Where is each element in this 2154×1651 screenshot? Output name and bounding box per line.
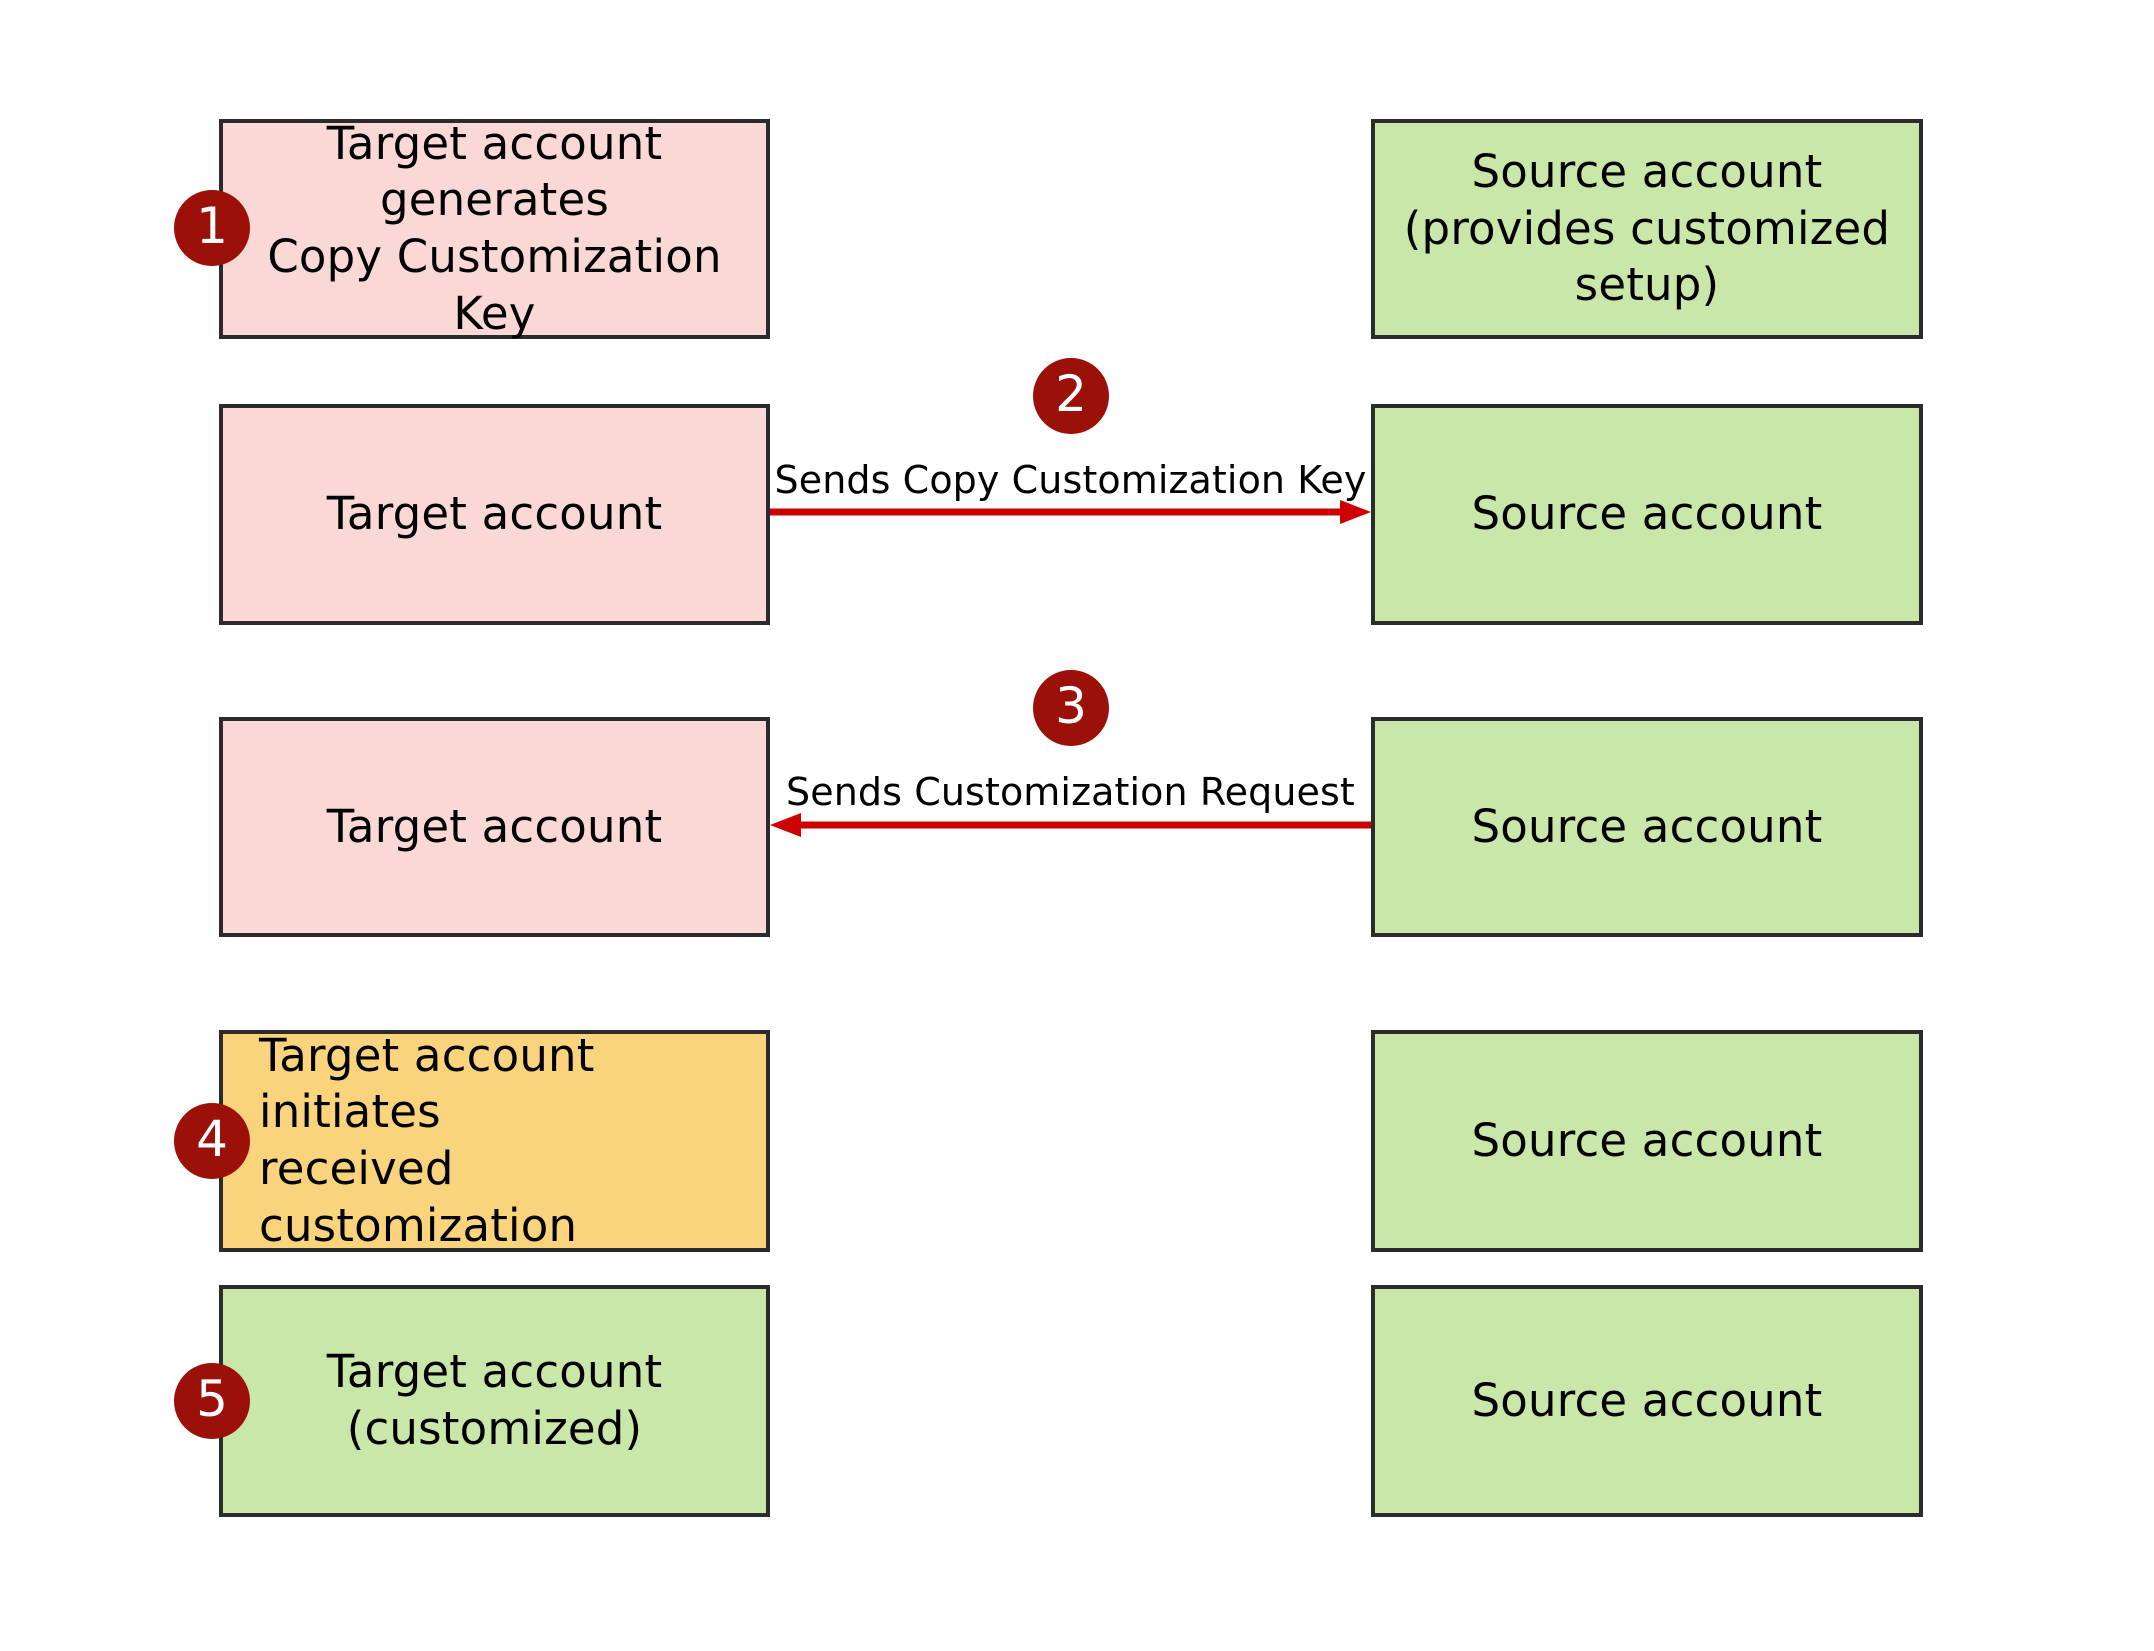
node-label: Target account [326, 487, 663, 541]
step-badge-3: 3 [1033, 670, 1109, 746]
node-label: Source account [1471, 487, 1823, 541]
node-source-step-4[interactable]: Source account [1371, 1030, 1923, 1252]
step-badge-number: 4 [196, 1110, 228, 1168]
node-label: Source account [1471, 1373, 1823, 1427]
step-badge-2: 2 [1033, 358, 1109, 434]
step-badge-number: 1 [196, 197, 228, 255]
node-target-step-1[interactable]: Target account generates Copy Customizat… [219, 117, 770, 340]
node-label: Target account [326, 799, 663, 853]
node-source-step-3[interactable]: Source account [1371, 717, 1923, 937]
step-badge-5: 5 [174, 1363, 250, 1439]
node-target-step-3[interactable]: Target account [219, 717, 770, 937]
step-badge-1: 1 [174, 190, 250, 266]
connector-label-text: Sends Customization Request [786, 770, 1355, 814]
node-target-step-2[interactable]: Target account [219, 404, 770, 625]
arrow-source-to-target-step-3 [770, 813, 1371, 837]
node-label: Source account [1471, 799, 1823, 853]
node-source-step-1[interactable]: Source account (provides customized setu… [1371, 119, 1923, 339]
node-label: Target account initiates received custom… [259, 1028, 595, 1252]
connector-label-step-3: Sends Customization Request [770, 770, 1371, 814]
connector-label-text: Sends Copy Customization Key [774, 458, 1367, 502]
node-target-step-5[interactable]: Target account (customized) [219, 1285, 770, 1517]
node-source-step-5[interactable]: Source account [1371, 1285, 1923, 1517]
step-badge-4: 4 [174, 1103, 250, 1179]
step-badge-number: 5 [196, 1370, 228, 1428]
node-target-step-4[interactable]: Target account initiates received custom… [219, 1028, 770, 1252]
step-badge-number: 3 [1055, 677, 1087, 735]
node-source-step-2[interactable]: Source account [1371, 404, 1923, 625]
node-label: Target account generates Copy Customizat… [267, 116, 722, 340]
node-label: Source account (provides customized setu… [1403, 144, 1891, 312]
node-label: Source account [1471, 1113, 1823, 1167]
node-label: Target account (customized) [326, 1345, 663, 1455]
step-badge-number: 2 [1055, 365, 1087, 423]
connector-label-step-2: Sends Copy Customization Key [770, 458, 1371, 502]
arrow-target-to-source-step-2 [770, 500, 1371, 524]
